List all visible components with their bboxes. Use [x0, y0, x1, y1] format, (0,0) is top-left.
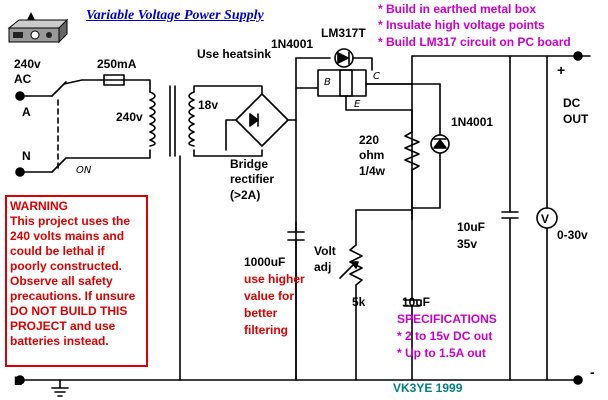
- warning-line-6: Observe all safety: [10, 274, 113, 288]
- output-minus: -: [590, 364, 595, 380]
- page-title: Variable Voltage Power Supply: [86, 8, 264, 23]
- credit: VK3YE 1999: [393, 381, 463, 395]
- warning-line-2: This project uses the: [10, 214, 131, 228]
- regulator-label: LM317T: [321, 26, 366, 40]
- mains-switch-n: [51, 157, 67, 173]
- terminal-minus: [573, 375, 583, 385]
- bridge-rectifier: [235, 93, 289, 147]
- filter-note-4: filtering: [244, 323, 288, 337]
- diode-right-label: 1N4001: [451, 115, 494, 129]
- warning-line-9: PROJECT and use: [10, 319, 116, 333]
- out-cap-voltage: 35v: [457, 237, 478, 251]
- warning-line-3: 240 volts mains and: [10, 229, 125, 243]
- terminal-plus: [573, 51, 583, 61]
- heatsink-note: Use heatsink: [197, 47, 272, 61]
- pot-value: 5k: [352, 295, 366, 309]
- mains-switch-a: [51, 81, 67, 97]
- out-cap-value: 10uF: [457, 220, 486, 234]
- pin-b-label: B: [324, 77, 331, 88]
- filter-note-1: use higher: [244, 272, 305, 286]
- diode-top-label: 1N4001: [271, 37, 314, 51]
- warning-box: WARNING This project uses the 240 volts …: [5, 195, 148, 367]
- secondary-voltage-label: 18v: [198, 98, 219, 112]
- warning-line-1: WARNING: [10, 199, 68, 213]
- bridge-label-1: Bridge: [230, 157, 269, 171]
- pin-e-label: E: [354, 99, 361, 110]
- terminal-n: [15, 167, 25, 177]
- terminal-e: [15, 375, 25, 385]
- adj-cap-label: 10uF: [402, 295, 431, 309]
- earth-label: E: [14, 374, 23, 388]
- note-3: * Build LM317 circuit on PC board: [378, 35, 571, 49]
- filter-note-2: value for: [244, 289, 295, 303]
- note-1: * Build in earthed metal box: [378, 2, 537, 16]
- terminal-a: [15, 91, 25, 101]
- transformer-core: [169, 85, 176, 157]
- resistor-power: 1/4w: [359, 164, 386, 178]
- resistor-value: 220: [359, 133, 380, 147]
- filter-cap-label: 1000uF: [244, 255, 286, 269]
- mains-type-label: AC: [14, 72, 32, 86]
- mains-neutral-wire: [21, 149, 151, 173]
- resistor-220: [404, 131, 420, 171]
- spec-item-1: * 2 to 15v DC out: [397, 329, 493, 343]
- spec-item-2: * Up to 1.5A out: [397, 346, 486, 360]
- output-label-1: DC: [563, 96, 581, 110]
- pin-c-label: C: [373, 71, 380, 82]
- pot-label-1: Volt: [314, 244, 336, 258]
- earth-symbol: [51, 379, 69, 397]
- mains-voltage-label: 240v: [14, 57, 41, 71]
- switch-label: ON: [76, 165, 92, 176]
- bridge-label-3: (>2A): [230, 188, 261, 202]
- meter-range: 0-30v: [557, 228, 588, 242]
- bridge-label-2: rectifier: [230, 172, 275, 186]
- specs-heading: SPECIFICATIONS: [397, 312, 497, 326]
- transformer-primary: [149, 91, 156, 147]
- warning-line-10: batteries instead.: [10, 334, 109, 348]
- meter-symbol: V: [541, 212, 549, 226]
- output-capacitor: [501, 211, 519, 219]
- warning-line-8: DO NOT BUILD THIS: [10, 304, 128, 318]
- note-2: * Insulate high voltage points: [378, 18, 545, 32]
- power-supply-icon: [7, 12, 69, 44]
- primary-voltage-label: 240v: [116, 110, 143, 124]
- warning-line-5: poorly constructed.: [10, 259, 123, 273]
- output-label-2: OUT: [563, 112, 589, 126]
- pot-label-2: adj: [314, 260, 332, 274]
- warning-line-4: could be lethal if: [10, 244, 105, 258]
- fuse-label: 250mA: [97, 57, 137, 71]
- mains-active-wire: [21, 79, 151, 97]
- output-plus: +: [557, 62, 566, 78]
- neutral-label: N: [22, 149, 31, 163]
- transformer-secondary: [188, 91, 195, 147]
- warning-line-7: precautions. If unsure: [10, 289, 136, 303]
- filter-note-3: better: [244, 306, 278, 320]
- active-label: A: [22, 105, 31, 119]
- resistor-unit: ohm: [359, 148, 385, 162]
